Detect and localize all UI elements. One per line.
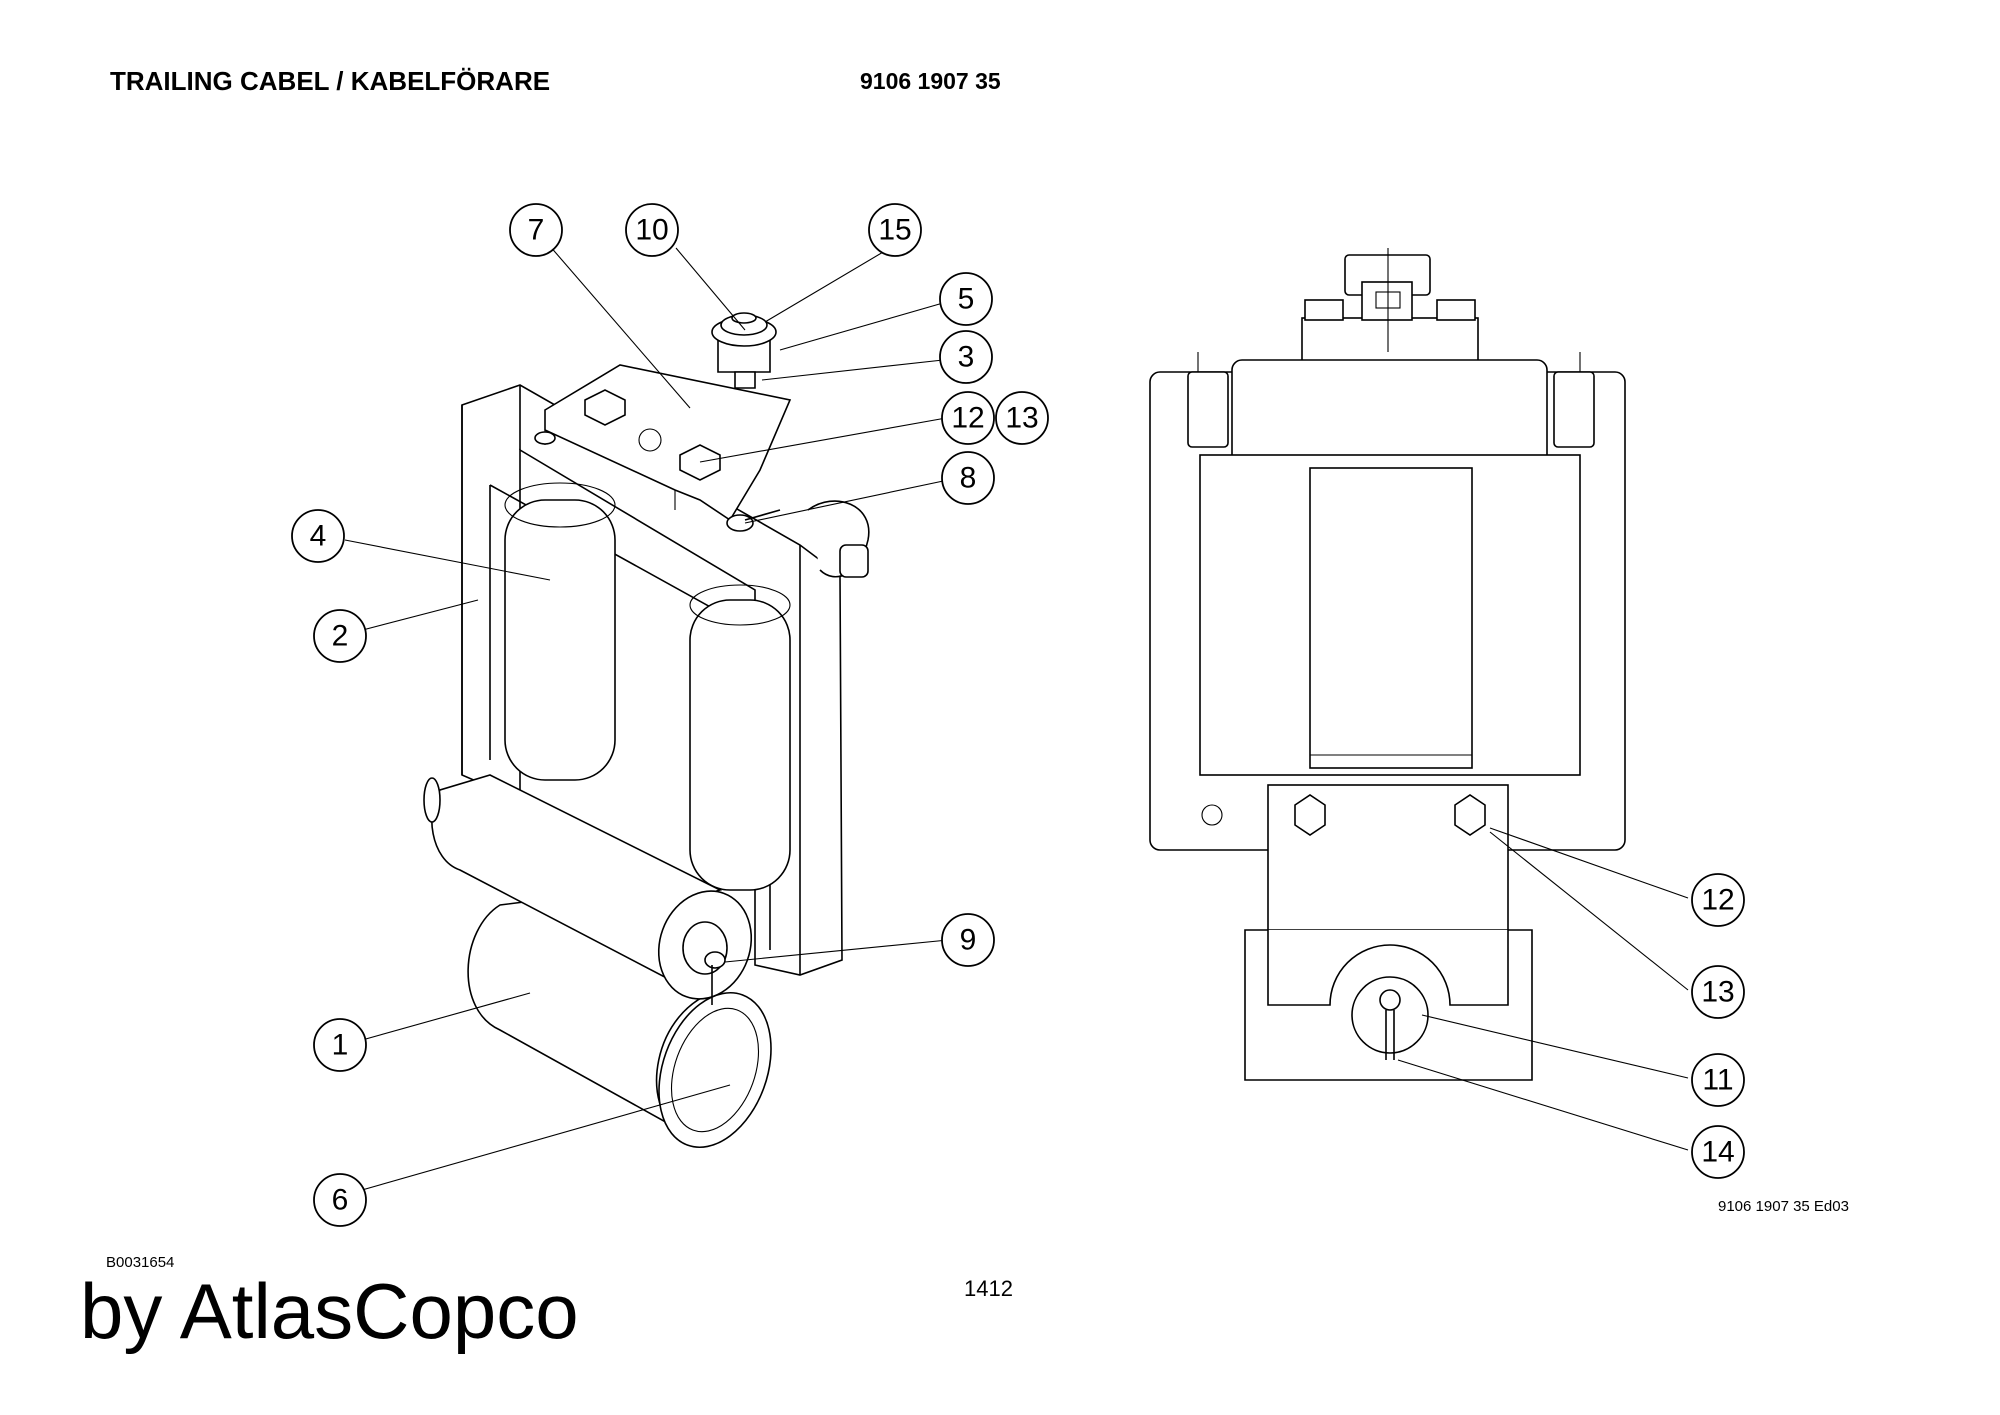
callout-13-left: 13 xyxy=(995,391,1049,445)
svg-text:9: 9 xyxy=(960,924,977,957)
svg-text:3: 3 xyxy=(958,341,975,374)
svg-text:11: 11 xyxy=(1702,1064,1733,1097)
callout-12-left: 12 xyxy=(941,391,995,445)
svg-text:13: 13 xyxy=(1005,402,1038,435)
svg-text:15: 15 xyxy=(878,214,911,247)
callout-10: 10 xyxy=(625,203,679,257)
callout-14: 14 xyxy=(1691,1125,1745,1179)
callout-3: 3 xyxy=(939,330,993,384)
brand-text: by AtlasCopco xyxy=(80,1267,579,1355)
svg-text:14: 14 xyxy=(1701,1136,1734,1169)
svg-text:2: 2 xyxy=(332,620,349,653)
page-title: TRAILING CABEL / KABELFÖRARE xyxy=(110,66,551,96)
svg-text:4: 4 xyxy=(310,520,327,553)
svg-text:10: 10 xyxy=(635,214,668,247)
svg-text:7: 7 xyxy=(528,214,545,247)
left-isometric-view xyxy=(423,312,870,1149)
svg-text:12: 12 xyxy=(951,402,984,435)
svg-text:8: 8 xyxy=(960,462,977,495)
svg-text:5: 5 xyxy=(958,283,975,316)
edition-label: 9106 1907 35 Ed03 xyxy=(1718,1198,1849,1215)
svg-text:12: 12 xyxy=(1701,884,1734,917)
callout-5: 5 xyxy=(939,272,993,326)
svg-text:1: 1 xyxy=(332,1029,349,1062)
callout-6: 6 xyxy=(313,1173,367,1227)
right-front-view xyxy=(1149,248,1626,1081)
part-number: 9106 1907 35 xyxy=(860,68,1001,94)
callout-7: 7 xyxy=(509,203,563,257)
callout-1: 1 xyxy=(313,1018,367,1072)
callout-8: 8 xyxy=(941,451,995,505)
callout-9: 9 xyxy=(941,913,995,967)
leader-lines xyxy=(344,229,1689,1193)
callout-11: 11 xyxy=(1691,1053,1745,1107)
drawing-id: B0031654 xyxy=(106,1254,175,1271)
callout-4: 4 xyxy=(291,509,345,563)
callout-15: 15 xyxy=(868,203,922,257)
callout-2: 2 xyxy=(313,609,367,663)
page-number: 1412 xyxy=(964,1276,1013,1301)
callout-12-right: 12 xyxy=(1691,873,1745,927)
callout-13-right: 13 xyxy=(1691,965,1745,1019)
svg-text:13: 13 xyxy=(1701,976,1734,1009)
svg-text:6: 6 xyxy=(332,1184,349,1217)
